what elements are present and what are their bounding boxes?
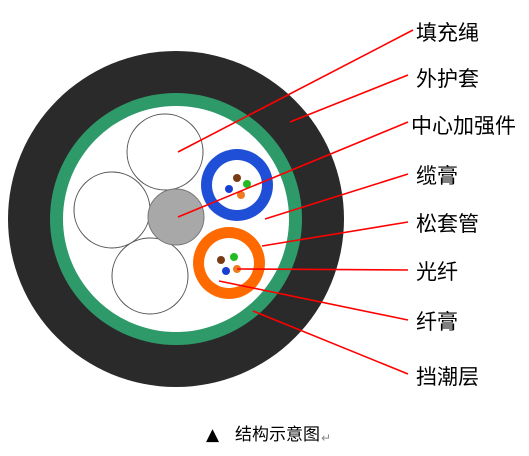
- label-cable-jelly: 缆膏: [416, 164, 458, 188]
- leader-central-strength-member: [177, 121, 409, 218]
- caption-marker: ▲: [206, 425, 220, 445]
- label-optical-fiber: 光纤: [416, 260, 458, 284]
- filler-rope-left: [73, 171, 151, 249]
- loose-tube-orange-inner: [204, 238, 254, 288]
- leader-moisture-barrier: [252, 310, 409, 375]
- leader-loose-tube: [261, 221, 409, 247]
- leader-filler-rope: [177, 29, 414, 153]
- label-filler-rope: 填充绳: [416, 21, 479, 45]
- label-moisture-barrier: 挡潮层: [416, 365, 479, 389]
- label-loose-tube: 松套管: [416, 212, 479, 236]
- fiber-brown-blue-tube: [233, 174, 241, 182]
- filler-rope-bottom: [111, 237, 189, 315]
- label-outer-sheath: 外护套: [416, 67, 479, 91]
- caption-return-mark: ↵: [321, 431, 331, 445]
- leader-fiber-jelly: [218, 280, 409, 321]
- label-central-strength-member: 中心加强件: [411, 114, 516, 138]
- filler-rope-top: [126, 113, 204, 191]
- fiber-blue-orange-tube: [222, 267, 230, 275]
- leader-outer-sheath: [289, 74, 409, 123]
- fiber-brown-orange-tube: [217, 256, 225, 264]
- label-fiber-jelly: 纤膏: [416, 310, 458, 334]
- leader-optical-fiber: [236, 268, 409, 271]
- caption-text: 结构示意图: [235, 425, 320, 445]
- central-strength-member: [147, 188, 205, 246]
- fiber-green-orange-tube: [230, 253, 238, 261]
- fiber-blue-blue-tube: [225, 185, 233, 193]
- leader-cable-jelly: [264, 173, 409, 220]
- fiber-green-blue-tube: [243, 180, 251, 188]
- fiber-orange-blue-tube: [237, 191, 245, 199]
